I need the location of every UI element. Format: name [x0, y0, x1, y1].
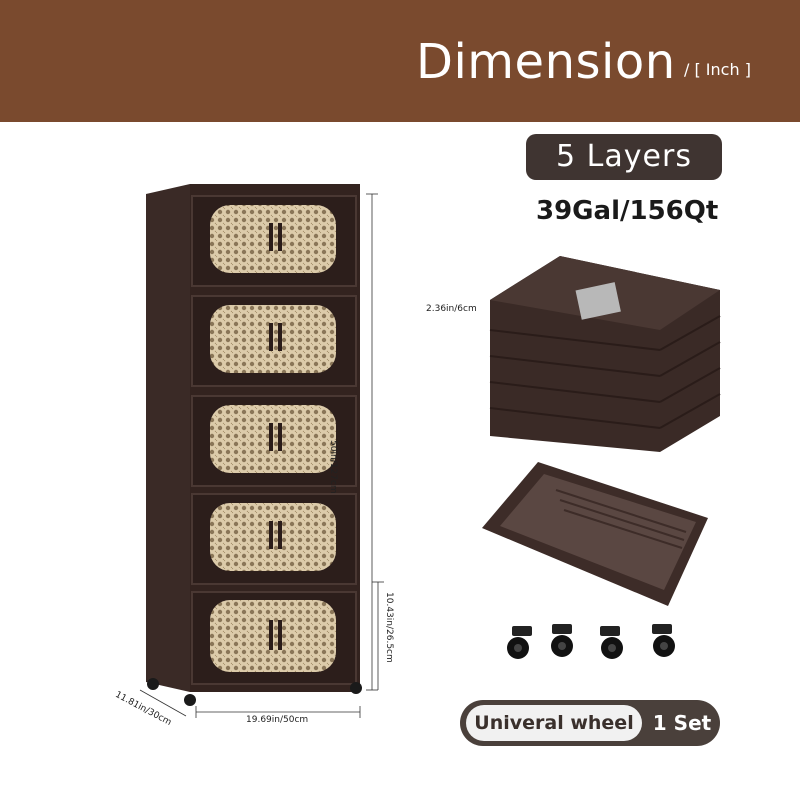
page-title: Dimension [416, 34, 676, 90]
wheel-label: Univeral wheel [466, 705, 642, 741]
cabinet-layer-4 [191, 493, 357, 585]
caster-wheel-icon [652, 624, 675, 657]
base-tray-illustration [482, 462, 708, 606]
height-dimension-label: 50in/127cm [328, 440, 338, 494]
cabinet-illustration [146, 184, 362, 706]
cabinet-layer-3 [191, 395, 357, 487]
dimension-lines [139, 193, 384, 718]
folded-stack-illustration [489, 256, 721, 452]
layers-badge: 5 Layers [526, 134, 722, 180]
cabinet-layer-2 [191, 295, 357, 387]
caster-wheel-icon [551, 624, 573, 657]
caster-wheels-illustration [507, 624, 675, 659]
capacity-text: 39Gal/156Qt [536, 196, 719, 226]
wheel-info-pill: Univeral wheel 1 Set [460, 700, 720, 746]
width-dimension-label: 19.69in/50cm [246, 715, 309, 725]
layer-height-dimension-label: 10.43in/26.5cm [384, 592, 394, 663]
cabinet-layer-1 [191, 195, 357, 287]
cabinet-layer-5 [191, 591, 357, 685]
wheel-quantity: 1 Set [652, 711, 712, 735]
caster-wheel-icon [507, 626, 532, 659]
unit-label: / [ Inch ] [684, 60, 751, 79]
folded-thickness-label: 2.36in/6cm [426, 304, 477, 314]
header-banner: Dimension / [ Inch ] [0, 0, 800, 122]
caster-wheel-icon [600, 626, 623, 659]
